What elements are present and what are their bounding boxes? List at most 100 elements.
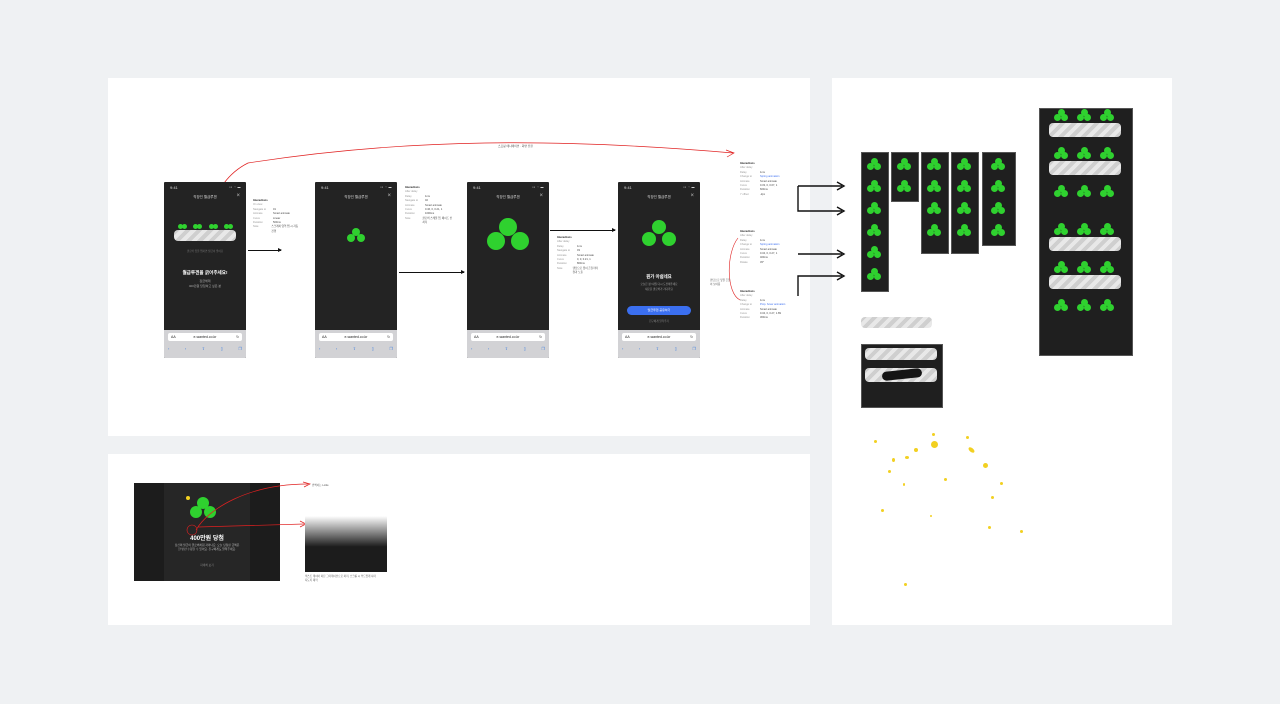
clover-icon	[867, 180, 881, 194]
asset-arrows	[797, 181, 846, 296]
scratch-bar-sample-2	[865, 348, 937, 360]
clover-icon	[991, 158, 1005, 172]
headline: 월급루겐을 긁어주세요!	[182, 270, 228, 275]
clover-icon	[1100, 109, 1114, 123]
scratch-bar-sample	[1049, 123, 1121, 137]
phone-screen-4[interactable]: 9:41 ▪▪ ◔ ▬ 직장인 월급루겐 × 뭔가 아쉽네요 오늘은 꽝! 내일…	[618, 182, 700, 358]
status-icons: ▪▪ ◔ ▬	[683, 185, 695, 189]
reward-note-2: 텍스트 레이어 하단 그라데이션으로 처리, 스크롤 시 부드럽게 사라지도록 …	[305, 575, 376, 582]
hint-text: 클로버 잎을 탭하면 월급이 쌓여요	[186, 250, 224, 253]
clover-icon	[957, 202, 971, 216]
status-time: 9:41	[624, 185, 632, 190]
clover-icon	[1054, 147, 1068, 161]
clover-icon	[957, 180, 971, 194]
side-note: 랜덤으로 잎을 흔들어 보여줌	[710, 279, 731, 286]
clover-icon	[991, 224, 1005, 238]
clover-icon	[1054, 185, 1068, 199]
sparkle-dot	[991, 496, 994, 499]
friend-link[interactable]: 친구에게 알려주기	[649, 320, 669, 323]
scratch-bar[interactable]	[174, 230, 236, 241]
browser-nav[interactable]: ‹›⇧▯❐	[168, 346, 242, 351]
main-flow-frame: 스프링 애니메이션 · 화면 전환 랜덤으로 잎을 흔들어 보여줌 9:41 ▪…	[108, 78, 810, 436]
result-headline: 뭔가 아쉽네요	[646, 274, 672, 279]
flow-arrow-3	[550, 228, 616, 232]
sparkle-dot	[966, 436, 969, 439]
clover-icon	[1077, 223, 1091, 237]
sparkle-dot	[944, 478, 947, 481]
sparkle-dot	[892, 458, 895, 462]
reward-body: 당신의 월급이 클로버처럼 자라나요. 오늘 당첨된 금액은 한 번만 수령할 …	[174, 543, 240, 551]
close-icon[interactable]: ×	[387, 193, 391, 199]
clover-icon	[1077, 299, 1091, 313]
close-icon[interactable]: ×	[236, 193, 240, 199]
phone-screen-1[interactable]: 9:41 ▪▪ ◔ ▬ 직장인 월급루겐 × 클로버 잎을 탭하면 월급이 쌓여…	[164, 182, 246, 358]
clover-icon	[1100, 185, 1114, 199]
reward-preview[interactable]: 400만원 당첨 당신의 월급이 클로버처럼 자라나요. 오늘 당첨된 금액은 …	[134, 483, 280, 581]
browser-nav[interactable]: ‹›⇧▯❐	[319, 346, 393, 351]
gradient-sample	[305, 516, 387, 572]
scratch-bar-sample	[1049, 275, 1121, 289]
clover-icon	[1054, 299, 1068, 313]
clover-icon	[927, 224, 941, 238]
sub-text-2: 400만원 당첨하고 싶은 분	[188, 284, 222, 288]
sparkle-dot	[904, 583, 907, 586]
scratch-bar-sample	[861, 317, 932, 328]
clover-icon	[1077, 261, 1091, 275]
result-body-1: 오늘은 꽝! 내일 다시 도전해주세요	[640, 283, 678, 286]
clover-icon	[957, 158, 971, 172]
clover-icon	[1100, 223, 1114, 237]
browser-nav[interactable]: ‹›⇧▯❐	[622, 346, 696, 351]
reward-link[interactable]: 자세히 보기	[200, 563, 214, 567]
scratch-bar-sample	[1049, 161, 1121, 175]
clover-icon	[867, 158, 881, 172]
clover-icon	[957, 224, 971, 238]
sparkle-dot	[967, 446, 976, 454]
clover-icon	[1077, 147, 1091, 161]
flow-arrow-2	[399, 270, 465, 274]
status-icons: ▪▪ ◔ ▬	[532, 185, 544, 189]
sparkle-dot	[931, 441, 938, 448]
share-button[interactable]: 월급루겐 공유하기	[627, 306, 691, 315]
assets-frame	[797, 78, 1172, 625]
clover-character-icon	[190, 497, 216, 523]
clover-icon	[867, 268, 881, 282]
clover-icon	[1077, 185, 1091, 199]
clover-icon	[927, 158, 941, 172]
top-arrow-label: 스프링 애니메이션 · 화면 전환	[498, 144, 533, 148]
clover-row-icon	[176, 224, 236, 232]
clover-icon	[927, 180, 941, 194]
clover-icon	[1054, 261, 1068, 275]
red-curve-annotation	[202, 142, 741, 301]
browser-nav[interactable]: ‹›⇧▯❐	[471, 346, 545, 351]
sparkle-dot	[914, 448, 918, 452]
status-time: 9:41	[321, 185, 329, 190]
reward-red-arrows	[186, 481, 311, 536]
page-title: 직장인 월급루겐	[496, 195, 520, 199]
close-icon[interactable]: ×	[690, 193, 694, 199]
close-icon[interactable]: ×	[539, 193, 543, 199]
sparkle-dot	[874, 440, 877, 443]
scratch-bar-sample	[1049, 237, 1121, 251]
sparkle-dot	[881, 509, 884, 512]
clover-icon	[1100, 147, 1114, 161]
reward-headline: 400만원 당첨	[190, 536, 224, 542]
clover-icon	[897, 180, 911, 194]
sparkle-dot	[186, 496, 190, 500]
clover-icon	[1100, 261, 1114, 275]
sparkle-dot	[930, 515, 932, 517]
page-title: 직장인 월급루겐	[344, 195, 368, 199]
flow-arrow-1	[248, 248, 282, 252]
